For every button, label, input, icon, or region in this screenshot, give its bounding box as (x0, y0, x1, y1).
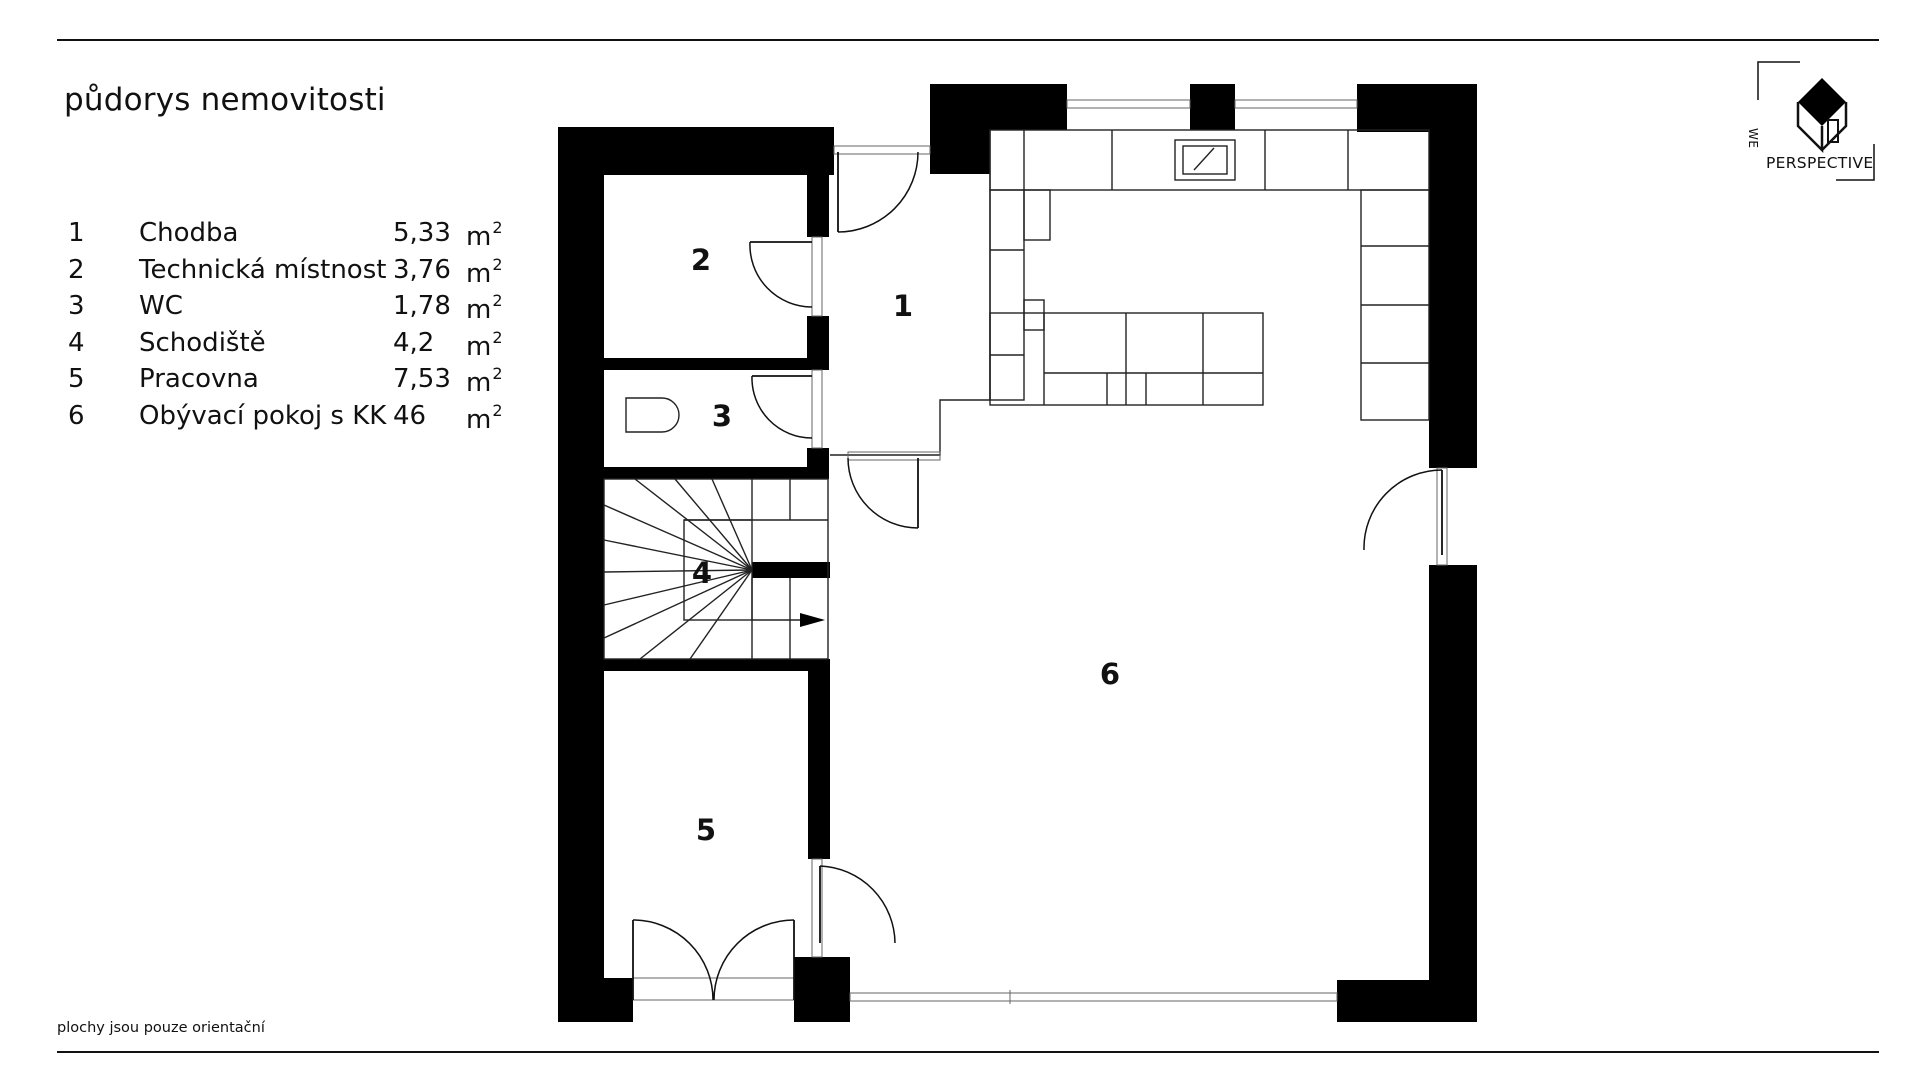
stair-arrow-head (800, 613, 825, 627)
wall (558, 978, 633, 1022)
door-frame (833, 145, 931, 155)
legend-room-name: Chodba (139, 218, 239, 248)
room-label-1: 1 (893, 289, 913, 323)
window (1066, 99, 1191, 109)
legend-number: 6 (68, 400, 85, 431)
door-frame (811, 858, 823, 958)
window (849, 992, 1338, 1002)
door-swing (751, 375, 813, 439)
counter (989, 129, 1430, 191)
wall (604, 358, 829, 370)
stair-tread (603, 504, 753, 571)
legend-room-area: 1,78 (393, 291, 451, 321)
stair-tread (711, 478, 753, 571)
room-label-2: 2 (691, 243, 711, 277)
interior-lines (603, 99, 1358, 1004)
stair-tread (639, 569, 753, 660)
counter-recess (1023, 189, 1051, 241)
legend-number: 2 (68, 254, 85, 285)
legend-room-name: Schodiště (139, 327, 266, 358)
stair-tread (674, 478, 753, 571)
counter-recess (1023, 299, 1045, 331)
legend-area-unit: m2 (466, 400, 503, 435)
wall (808, 671, 830, 859)
wall (930, 130, 990, 174)
page-title: půdorys nemovitosti (64, 82, 386, 118)
logo-text-perspective: PERSPECTIVE (1766, 154, 1874, 172)
door-frame (811, 236, 823, 317)
stair-tread (603, 569, 753, 606)
wall (1429, 84, 1477, 468)
legend-number: 3 (68, 291, 85, 321)
legend-number: 1 (68, 218, 85, 248)
door-swing (1363, 469, 1443, 551)
wall (1429, 565, 1477, 1022)
room-label-3: 3 (712, 399, 732, 433)
toilet (625, 397, 680, 433)
legend-number: 4 (68, 327, 85, 358)
window (1234, 99, 1358, 109)
wall (807, 175, 829, 237)
door-swing (819, 865, 896, 944)
room-label-4: 4 (692, 556, 712, 590)
legend-room-area: 4,2 (393, 327, 435, 358)
bottom-rule (57, 1051, 1879, 1053)
wall (558, 127, 604, 1022)
sink (1174, 139, 1236, 181)
top-rule (57, 39, 1879, 41)
wall (604, 467, 829, 479)
door-swing (837, 151, 919, 233)
wall (604, 659, 830, 671)
house-cube-icon (1757, 61, 1875, 181)
door-frame (811, 369, 823, 449)
legend-room-name: Obývací pokoj s KK (139, 400, 387, 431)
room-label-6: 6 (1100, 657, 1120, 691)
sink-faucet (1193, 147, 1215, 171)
legend-area-unit: m2 (466, 254, 503, 289)
legend-number: 5 (68, 364, 85, 394)
disclaimer-note: plochy jsou pouze orientační (57, 1020, 265, 1036)
legend-room-area: 7,53 (393, 364, 451, 394)
stair-tread (603, 539, 753, 571)
legend-room-name: WC (139, 291, 183, 321)
stair-tread (603, 569, 753, 573)
stair-enclosure (603, 478, 829, 660)
legend-room-area: 46 (393, 400, 427, 431)
doors (632, 145, 1448, 1001)
legend-area-unit: m2 (466, 291, 503, 325)
door-frame (1436, 467, 1448, 566)
door-swing (749, 241, 813, 308)
wall (1190, 84, 1235, 130)
legend-area-unit: m2 (466, 218, 503, 252)
stair-tread (634, 478, 753, 571)
door-swing (847, 457, 919, 529)
wall (752, 562, 830, 578)
door-frame (847, 451, 941, 461)
logo-text-we: WE (1746, 128, 1760, 149)
counter (989, 189, 1025, 401)
legend-room-area: 5,33 (393, 218, 451, 248)
legend-area-unit: m2 (466, 327, 503, 362)
stair-tread (603, 569, 753, 639)
legend-area-unit: m2 (466, 364, 503, 398)
door-swing (713, 919, 795, 1001)
wall (558, 127, 834, 175)
stair-tread (689, 569, 753, 660)
walls (558, 84, 1477, 1022)
kitchen-counters (989, 129, 1430, 421)
room-label-5: 5 (696, 813, 716, 847)
wall (794, 957, 850, 1022)
legend-room-name: Pracovna (139, 364, 259, 394)
wall (807, 316, 829, 370)
sink-basin (1182, 145, 1228, 175)
staircase (603, 478, 828, 660)
wall (1337, 980, 1477, 1022)
door-swing (632, 919, 714, 1001)
legend-room-name: Technická místnost (139, 254, 387, 285)
legend-room-area: 3,76 (393, 254, 451, 285)
